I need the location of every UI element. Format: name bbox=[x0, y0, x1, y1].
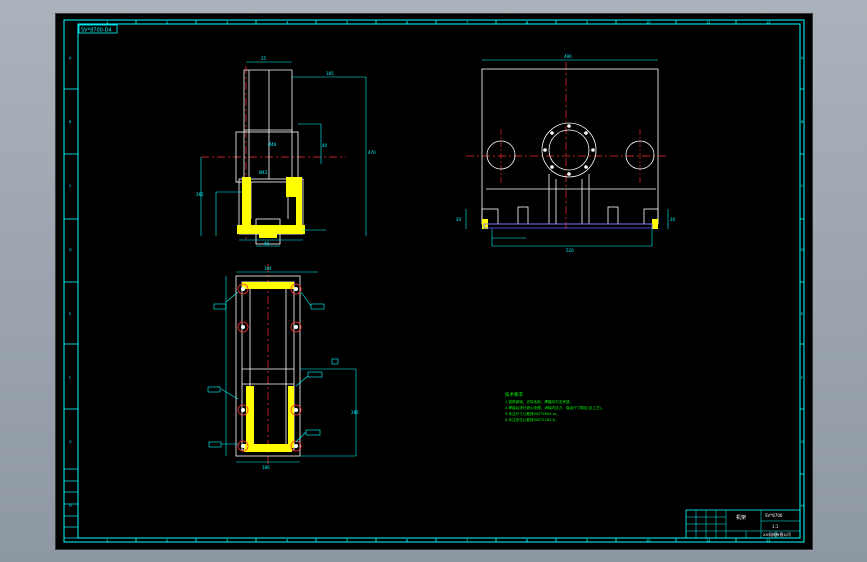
svg-text:Ø46: Ø46 bbox=[268, 142, 277, 147]
frame-zone-letter: A bbox=[69, 56, 72, 60]
tech-notes-heading: 技术要求 bbox=[505, 391, 523, 398]
inner-border bbox=[77, 23, 801, 539]
svg-text:180: 180 bbox=[262, 465, 270, 470]
cad-viewport[interactable]: SV*8700-D4 bbox=[55, 13, 813, 550]
svg-text:470: 470 bbox=[368, 150, 376, 155]
frame-zone-number: 10 bbox=[646, 538, 650, 542]
frame-zone-letter: B bbox=[801, 120, 804, 124]
frame-zone-number: 8 bbox=[526, 20, 528, 24]
frame-zone-number: 8 bbox=[526, 538, 528, 542]
plan-view: 194 180 285 bbox=[207, 264, 359, 470]
svg-text:194: 194 bbox=[264, 266, 272, 271]
frame-zone-letter: C bbox=[69, 184, 72, 188]
company-name: XX机械有限公司 bbox=[763, 532, 791, 537]
frame-zone-letter: E bbox=[69, 312, 71, 316]
frame-zone-letter: H bbox=[801, 504, 804, 508]
frame-zone-letter: C bbox=[801, 184, 804, 188]
frame-zone-number: 4 bbox=[286, 538, 289, 542]
svg-text:520: 520 bbox=[566, 248, 574, 253]
side-view: 490 520 20 20 bbox=[456, 54, 676, 253]
frame-zone-number: 7 bbox=[466, 538, 468, 542]
tech-note-line: 4.未注形位公差按GB/T1184-K。 bbox=[505, 417, 559, 422]
title-block: 机架 SV*8700 1:1 XX机械有限公司 bbox=[685, 509, 801, 539]
frame-zone-letter: D bbox=[801, 248, 804, 252]
frame-zone-number: 11 bbox=[706, 20, 710, 24]
frame-zone-letter: D bbox=[69, 248, 72, 252]
svg-text:40: 40 bbox=[264, 241, 270, 246]
svg-text:265: 265 bbox=[196, 192, 204, 197]
tech-note-line: 2.焊接后进行退火处理，消除内应力，保证尺寸稳定(见工艺)。 bbox=[505, 405, 605, 410]
frame-zone-letter: A bbox=[801, 56, 804, 60]
part-name: 机架 bbox=[736, 514, 746, 521]
frame-zone-number: 6 bbox=[406, 20, 408, 24]
frame-zone-letter: F bbox=[801, 376, 803, 380]
frame-zone-number: 9 bbox=[586, 20, 588, 24]
corner-label: SV*8700-D4 bbox=[81, 28, 112, 34]
svg-text:40: 40 bbox=[322, 143, 328, 148]
scale-value: 1:1 bbox=[772, 524, 779, 529]
svg-text:25: 25 bbox=[261, 56, 267, 61]
frame-zone-number: 7 bbox=[466, 20, 468, 24]
svg-text:490: 490 bbox=[564, 54, 572, 59]
frame-zone-letter: B bbox=[69, 120, 72, 124]
frame-zone-ticks bbox=[64, 20, 804, 542]
frame-zone-number: 9 bbox=[586, 538, 588, 542]
frame-zone-number: 10 bbox=[646, 20, 650, 24]
frame-zone-number: 12 bbox=[766, 20, 770, 24]
frame-zone-number: 6 bbox=[406, 538, 408, 542]
svg-text:20: 20 bbox=[670, 217, 676, 222]
frame-zone-number: 11 bbox=[706, 538, 710, 542]
frame-zone-letter: H bbox=[69, 504, 72, 508]
frame-zone-number: 12 bbox=[766, 538, 770, 542]
svg-text:20: 20 bbox=[456, 217, 462, 222]
frame-zone-number: 1 bbox=[106, 538, 108, 542]
drawing-number: SV*8700 bbox=[765, 513, 783, 518]
frame-zone-number: 5 bbox=[346, 538, 348, 542]
frame-zone-letter: G bbox=[69, 440, 72, 444]
svg-text:Ø42: Ø42 bbox=[259, 170, 268, 175]
outer-border bbox=[63, 19, 805, 543]
frame-zone-number: 3 bbox=[226, 20, 228, 24]
frame-zone-number: 2 bbox=[166, 20, 168, 24]
corner-label-box bbox=[78, 24, 118, 34]
frame-zone-letter: G bbox=[801, 440, 804, 444]
frame-zone-number: 5 bbox=[346, 20, 348, 24]
frame-zone-number: 3 bbox=[226, 538, 228, 542]
frame-zone-letter: E bbox=[801, 312, 803, 316]
tech-note-line: 3.未注尺寸公差按GB/T1804-m。 bbox=[505, 411, 560, 416]
frame-zone-letter: F bbox=[69, 376, 71, 380]
frame-zone-number: 4 bbox=[286, 20, 289, 24]
svg-text:185: 185 bbox=[326, 71, 334, 76]
tech-note-line: 1.锐角倒钝，去除毛刺，焊缝均匀无夹渣。 bbox=[505, 399, 573, 404]
cad-drawing: SV*8700-D4 bbox=[63, 19, 805, 543]
left-stamp-table bbox=[63, 468, 79, 539]
technical-notes: 技术要求 1.锐角倒钝，去除毛刺，焊缝均匀无夹渣。 2.焊接后进行退火处理，消除… bbox=[505, 391, 605, 422]
svg-text:285: 285 bbox=[351, 410, 359, 415]
frame-zone-number: 1 bbox=[106, 20, 108, 24]
frame-zone-number: 2 bbox=[166, 538, 168, 542]
